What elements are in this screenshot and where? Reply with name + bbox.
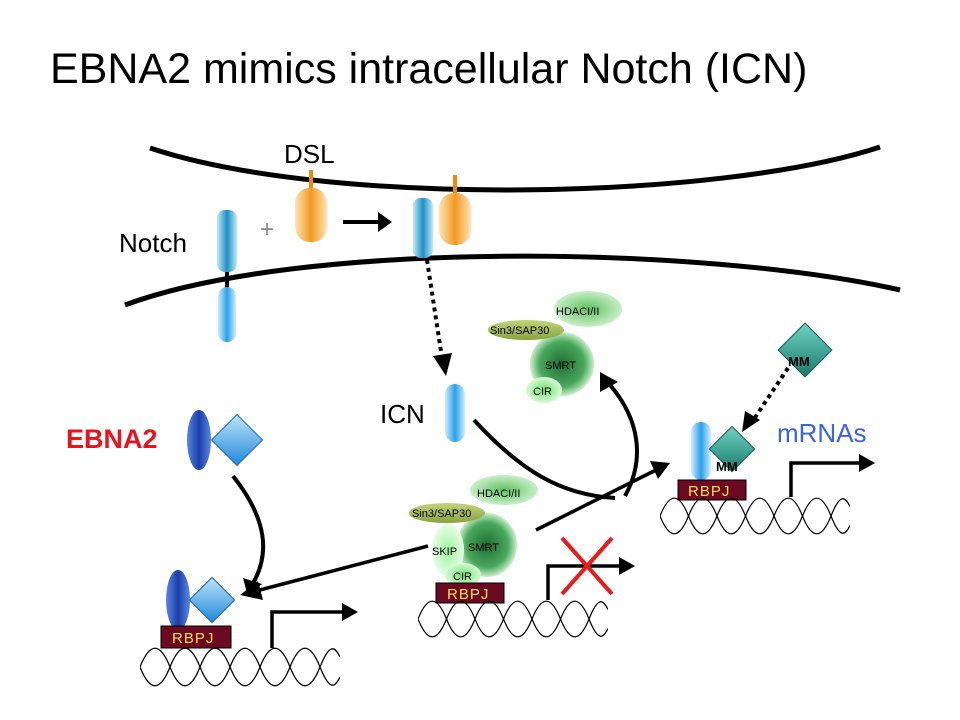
cleavage-dotted-arrow-icon: [425, 259, 452, 376]
mm-dotted-arrow-icon: [742, 366, 790, 432]
notch-dsl-complex-icon: [413, 175, 471, 258]
cir-label-mid: CIR: [453, 571, 472, 583]
cir-label-top: CIR: [533, 386, 552, 398]
release-arrowhead-icon: [600, 372, 618, 392]
notch-receptor-icon: [217, 210, 237, 342]
rbpj-label-right: RBPJ: [688, 483, 730, 500]
rbpj-box-left: [160, 625, 232, 649]
smrt-label-mid: SMRT: [468, 542, 499, 554]
activation-arrow-line: [535, 468, 657, 532]
mm-free-label: MM: [788, 354, 810, 369]
rbpj-label-mid: RBPJ: [447, 586, 489, 603]
ebna2-binding-arrow: [231, 474, 266, 587]
dsl-ligand-icon: [295, 170, 327, 242]
notch-label: Notch: [119, 228, 187, 258]
sin3-label-mid: Sin3/SAP30: [412, 508, 471, 520]
icn-curve-arrow: [472, 418, 616, 500]
displacement-arrow-line: [255, 544, 429, 593]
transcription-arrow-right-icon: [789, 461, 862, 497]
outer-membrane: [149, 144, 881, 193]
slide-title: EBNA2 mimics intracellular Notch (ICN): [50, 45, 807, 93]
activation-arrowhead-icon: [650, 461, 670, 479]
dsl-label: DSL: [284, 139, 335, 169]
icn-icon: [445, 384, 465, 442]
sin3-label-top: Sin3/SAP30: [490, 325, 549, 337]
mrnas-label: mRNAs: [777, 418, 867, 448]
rbpj-label-left: RBPJ: [172, 630, 214, 647]
inner-membrane: [124, 253, 901, 308]
hdac-label-top: HDACI/II: [556, 306, 599, 318]
skip-label-mid: SKIP: [432, 546, 457, 558]
binding-arrow-icon: [343, 212, 392, 232]
transcription-arrow-left-icon: [270, 610, 345, 648]
transcription-arrow-mid-icon: [546, 564, 622, 600]
ebna2-protein-icon: [187, 410, 264, 470]
mm-bound-label: MM: [716, 459, 738, 474]
smrt-label-top: SMRT: [545, 360, 576, 372]
rbpj-box-mid: [435, 582, 505, 604]
right-gene: MM RBPJ: [660, 422, 875, 535]
plus-sign: +: [260, 216, 274, 243]
icn-label: ICN: [380, 399, 425, 429]
repression-x-icon: [560, 536, 614, 596]
middle-gene: HDACI/II Sin3/SAP30 SKIP SMRT CIR RBPJ: [409, 475, 635, 638]
displacement-arrowhead-icon: [240, 581, 263, 600]
hdac-label-mid: HDACI/II: [477, 488, 520, 500]
ebna2-label: EBNA2: [66, 424, 158, 454]
corepressor-complex-top: HDACI/II Sin3/SAP30 SMRT CIR: [488, 291, 622, 403]
release-curve-arrow: [608, 383, 639, 497]
mm-free-icon: MM: [777, 322, 833, 378]
left-gene: RBPJ: [140, 570, 358, 687]
rbpj-box-right: [677, 479, 747, 501]
